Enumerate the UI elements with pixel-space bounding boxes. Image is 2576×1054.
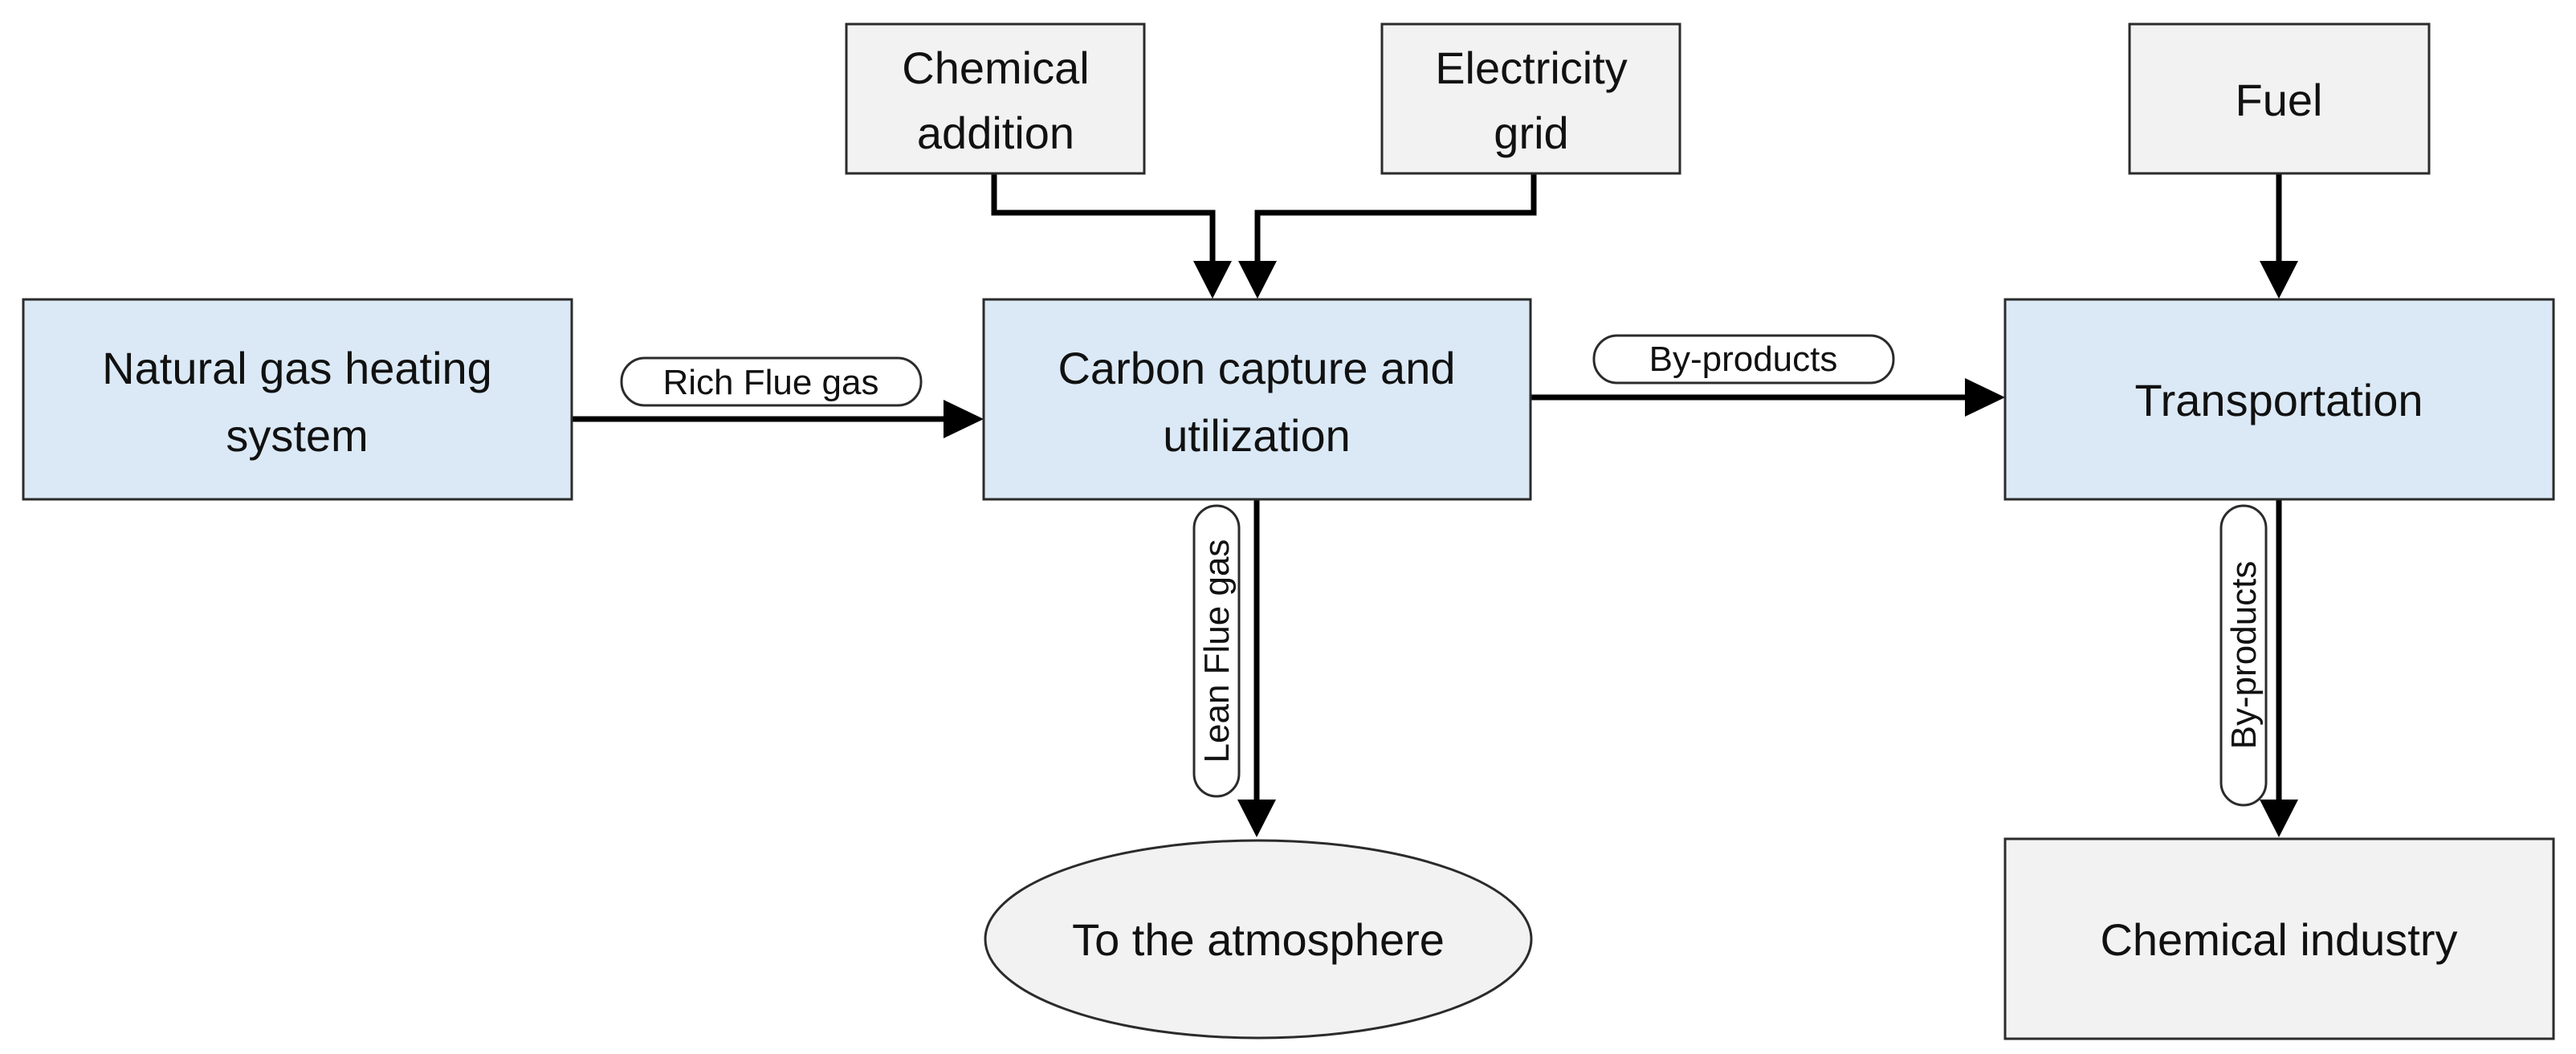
node-label-line2: grid	[1494, 108, 1568, 158]
edge-electricity-grid	[1238, 173, 1537, 299]
edge-rich-flue-gas	[572, 400, 984, 438]
node-fuel: Fuel	[2128, 22, 2431, 175]
node-chemical-addition: Chemical addition	[845, 22, 1146, 175]
node-box	[1380, 22, 1681, 175]
node-chemical-industry: Chemical industry	[2003, 837, 2555, 1040]
arrowhead-icon	[1193, 261, 1232, 299]
node-label: To the atmosphere	[1072, 914, 1445, 965]
edge-label-by-products-vertical: By-products	[2219, 504, 2268, 807]
node-box	[22, 298, 573, 501]
node-to-the-atmosphere: To the atmosphere	[984, 839, 1533, 1040]
edge-label: Lean Flue gas	[1197, 539, 1237, 763]
edge-chemical-addition	[991, 173, 1232, 299]
edge-line	[1254, 173, 1537, 261]
edge-fuel	[2260, 173, 2298, 299]
node-carbon-capture-and-utilization: Carbon capture and utilization	[982, 298, 1532, 501]
node-label: Fuel	[2236, 75, 2323, 125]
arrowhead-icon	[1237, 800, 1276, 837]
arrowhead-icon	[944, 400, 984, 438]
edge-label: Rich Flue gas	[662, 363, 878, 402]
edge-lean-flue-gas	[1237, 499, 1276, 837]
label-pill	[1592, 334, 1895, 385]
node-label-line2: utilization	[1163, 410, 1350, 461]
node-label: Transportation	[2135, 375, 2423, 425]
edge-by-products-horizontal	[1530, 378, 2005, 417]
node-natural-gas-heating-system: Natural gas heating system	[22, 298, 573, 501]
edge-label: By-products	[1649, 340, 1838, 379]
node-transportation: Transportation	[2003, 298, 2555, 501]
node-box	[2003, 298, 2555, 501]
edge-label-rich-flue-gas: Rich Flue gas	[620, 356, 923, 407]
node-electricity-grid: Electricity grid	[1380, 22, 1681, 175]
node-ellipse	[984, 839, 1533, 1040]
node-label-line1: Electricity	[1435, 43, 1628, 93]
edge-label-by-products-horizontal: By-products	[1592, 334, 1895, 385]
label-pill	[1192, 504, 1241, 798]
node-box	[2003, 837, 2555, 1040]
node-label-line2: addition	[917, 108, 1074, 158]
node-label-line1: Natural gas heating	[102, 343, 492, 393]
arrowhead-icon	[1238, 261, 1277, 299]
node-box	[2128, 22, 2431, 175]
node-label-line1: Chemical	[902, 43, 1089, 93]
node-label: Chemical industry	[2100, 914, 2457, 965]
node-label-line1: Carbon capture and	[1058, 343, 1455, 393]
node-label-line2: system	[226, 410, 368, 461]
node-box	[982, 298, 1532, 501]
edge-by-products-vertical	[2260, 499, 2298, 837]
arrowhead-icon	[2260, 261, 2298, 299]
arrowhead-icon	[1965, 378, 2005, 417]
label-pill	[620, 356, 923, 407]
edge-label: By-products	[2224, 561, 2264, 750]
node-box	[845, 22, 1146, 175]
edge-label-lean-flue-gas: Lean Flue gas	[1192, 504, 1241, 798]
edge-line	[991, 173, 1216, 261]
arrowhead-icon	[2260, 800, 2298, 837]
label-pill	[2219, 504, 2268, 807]
